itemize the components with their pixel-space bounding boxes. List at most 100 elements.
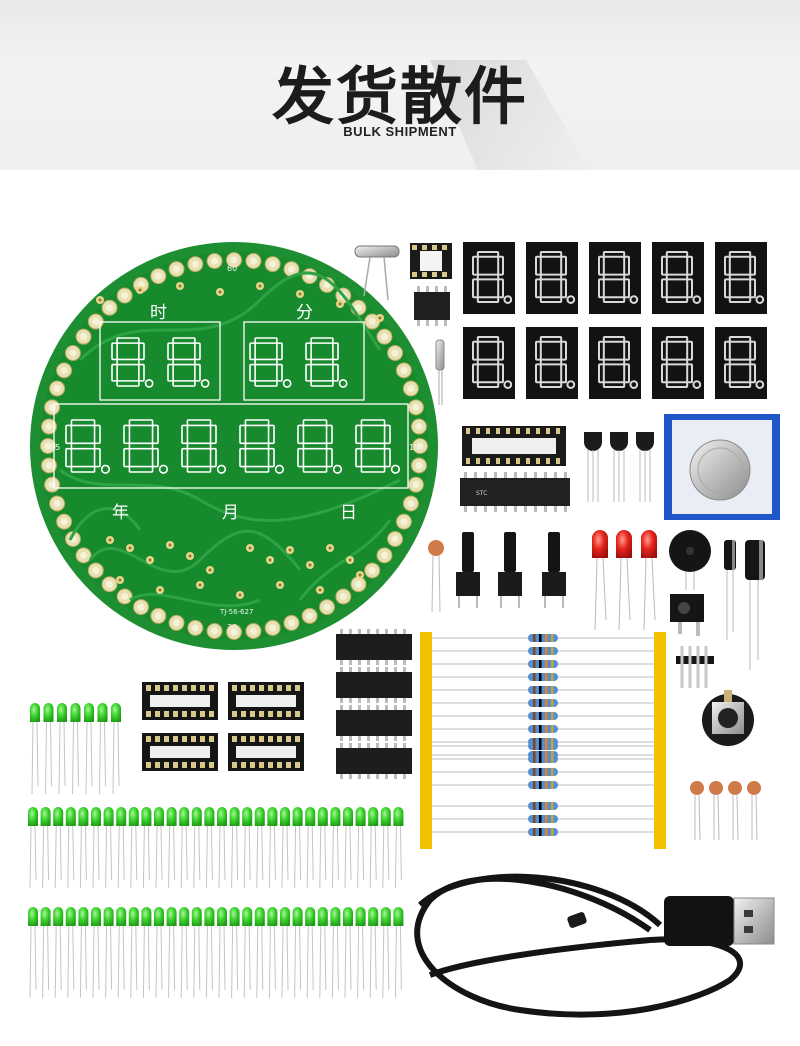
crystal-small [435, 339, 445, 405]
board-digit [167, 337, 210, 388]
board-digit [355, 419, 401, 474]
green-led [111, 703, 121, 795]
seven-segment-display [526, 327, 578, 399]
ic-chip [336, 705, 412, 741]
green-led [217, 907, 227, 999]
green-led [179, 907, 190, 999]
green-led [217, 807, 227, 889]
green-led [57, 703, 67, 795]
resistor [432, 802, 654, 810]
green-led [128, 807, 139, 889]
parts-photo: 时 分 年 月 日 60 15 30 45 TJ-56-627 STC [28, 242, 780, 1018]
svg-text:STC: STC [476, 490, 487, 497]
ic-socket-40pin [462, 426, 566, 466]
green-led [330, 907, 341, 999]
green-led [229, 907, 240, 999]
pcb-traces [59, 271, 401, 608]
label-year: 年 [112, 503, 129, 523]
green-led [103, 907, 114, 999]
green-led [141, 807, 152, 889]
green-led [141, 907, 152, 999]
ic-socket-16pin [142, 733, 218, 771]
seven-segment-displays [463, 242, 767, 399]
green-led [166, 807, 177, 889]
green-led [254, 807, 265, 889]
green-led [28, 907, 38, 999]
green-led [292, 907, 303, 999]
ic-socket-16pin [228, 682, 304, 720]
green-led [91, 907, 101, 999]
transistors [584, 432, 654, 502]
green-led [317, 807, 328, 889]
green-led [53, 807, 64, 889]
green-led [267, 807, 278, 889]
eeprom-chip [414, 286, 450, 326]
green-led [65, 907, 76, 999]
ic-chip [336, 743, 412, 779]
green-led [280, 907, 290, 999]
green-led [70, 703, 81, 795]
green-led [97, 703, 108, 795]
green-led [53, 907, 64, 999]
resistor-tape [654, 800, 666, 849]
green-led [330, 807, 341, 889]
label-month: 月 [222, 503, 239, 523]
green-led [40, 807, 51, 889]
green-led [267, 907, 278, 999]
pcb-trace [129, 592, 261, 608]
header-band [0, 0, 800, 170]
pcb-trace [298, 519, 392, 601]
resistors [420, 632, 666, 849]
pcb-trace [88, 529, 302, 574]
buzzer [669, 530, 711, 590]
green-led [166, 907, 177, 999]
ic-sockets-16pin [142, 682, 304, 771]
board-digit [249, 337, 292, 388]
green-led [380, 907, 391, 999]
resistor-tape [420, 632, 432, 772]
ic-socket-8pin [410, 243, 452, 279]
board-digit [305, 337, 348, 388]
green-led [229, 807, 240, 889]
green-led [343, 807, 353, 889]
green-led [28, 807, 38, 889]
green-led [154, 907, 164, 999]
green-led [317, 907, 328, 999]
green-led [191, 907, 202, 999]
ic-chips [336, 629, 412, 779]
green-led [91, 807, 101, 889]
tick-45: 45 [50, 443, 60, 452]
pcb-trace [68, 507, 142, 541]
green-led [103, 807, 114, 889]
page-title: 发货散件 [271, 60, 528, 133]
green-led [368, 907, 379, 999]
dc-jack [670, 594, 704, 636]
green-led [154, 807, 164, 889]
resistor-tape [654, 632, 666, 772]
resistor [432, 725, 654, 733]
green-led [380, 807, 391, 889]
green-led [65, 807, 76, 889]
resistor [432, 712, 654, 720]
push-button [456, 532, 480, 608]
green-led [128, 907, 139, 999]
seven-segment-display [526, 242, 578, 314]
board-digit [239, 419, 285, 474]
board-digit [181, 419, 227, 474]
resistor [432, 660, 654, 668]
seven-segment-display [463, 242, 515, 314]
pin-header [676, 646, 714, 688]
seven-segment-display [715, 327, 767, 399]
resistor [432, 781, 654, 789]
green-led [393, 907, 404, 999]
pcb-trace [78, 271, 382, 362]
page-subtitle: BULK SHIPMENT [343, 124, 457, 139]
green-led [305, 807, 316, 889]
board-model: TJ-56-627 [219, 608, 253, 616]
ic-socket-16pin [228, 733, 304, 771]
digit-frame [243, 321, 365, 401]
electrolytic-capacitors [724, 540, 765, 670]
resistor-tape [654, 740, 666, 802]
seven-segment-display [652, 242, 704, 314]
label-hour: 时 [150, 303, 167, 323]
